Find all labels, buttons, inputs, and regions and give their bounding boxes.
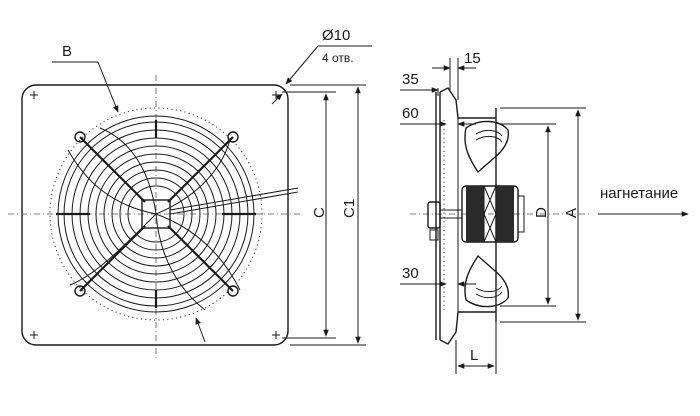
dimension-d: D xyxy=(500,123,556,307)
motor xyxy=(461,185,525,243)
dimension-30: 30 xyxy=(400,265,476,287)
label-15: 15 xyxy=(464,50,481,67)
dimension-15: 15 xyxy=(432,50,481,100)
label-hole-diameter: Ø10 xyxy=(322,27,350,44)
side-view: 15 35 60 30 L D xyxy=(400,50,689,374)
label-c1: C1 xyxy=(341,199,358,218)
front-view: B Ø10 4 отв. C C1 xyxy=(8,27,372,360)
lower-leader xyxy=(195,317,206,343)
mounting-plate xyxy=(21,84,289,346)
dimension-a: A xyxy=(500,107,586,323)
dimension-c1: C1 xyxy=(290,84,366,346)
label-60: 60 xyxy=(402,105,419,122)
label-hole-count: 4 отв. xyxy=(322,51,354,65)
support-arms xyxy=(56,120,256,308)
flow-direction: нагнетание xyxy=(598,185,689,217)
label-flow: нагнетание xyxy=(600,185,678,202)
cable xyxy=(169,187,299,215)
label-a: A xyxy=(563,208,580,218)
arm-bolts xyxy=(74,131,239,297)
dimension-c: C xyxy=(282,91,336,339)
label-30: 30 xyxy=(402,265,419,282)
dimension-35: 35 xyxy=(400,71,439,96)
label-35: 35 xyxy=(402,71,419,88)
dimension-60: 60 xyxy=(400,105,476,127)
label-l: L xyxy=(470,347,478,364)
blade-top xyxy=(464,120,510,174)
hole-callout: Ø10 4 отв. xyxy=(271,27,372,105)
label-d: D xyxy=(533,207,550,218)
fixing-circle xyxy=(49,107,263,321)
dimension-l: L xyxy=(455,322,497,374)
b-leader: B xyxy=(52,43,119,113)
label-c: C xyxy=(311,207,328,218)
blade-bottom xyxy=(464,254,510,308)
terminal-box xyxy=(427,201,462,241)
label-b: B xyxy=(62,43,72,60)
